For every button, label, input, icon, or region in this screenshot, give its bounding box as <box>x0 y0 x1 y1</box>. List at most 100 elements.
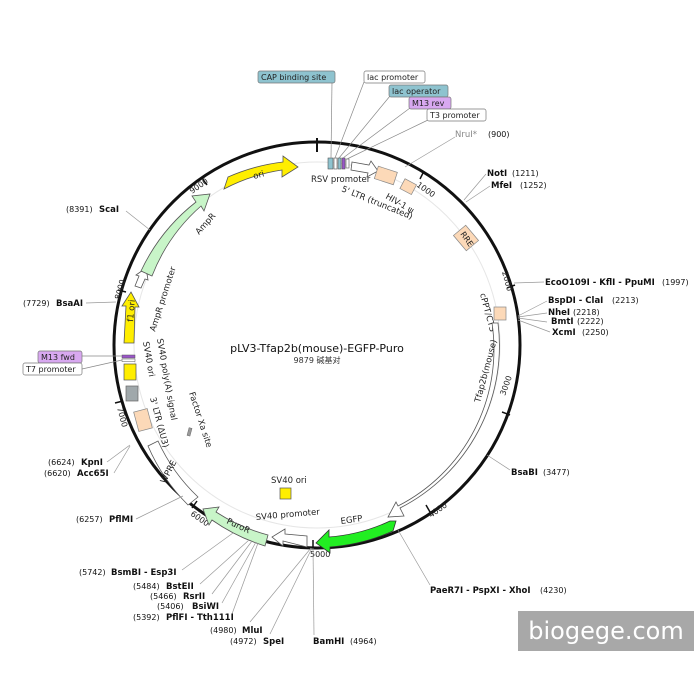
tick-3000 <box>501 411 511 416</box>
tick-label-4000: 4000 <box>427 501 449 520</box>
site-nhei-name: NheI <box>548 308 570 318</box>
lac-promoter-box <box>363 70 426 84</box>
site-bamhi-name: BamHI <box>313 637 344 647</box>
t7-promoter-box <box>22 362 83 376</box>
ampr-arrow <box>140 193 211 277</box>
lac-promoter-text: lac promoter <box>367 73 419 82</box>
site-bsabi-name: BsaBI <box>511 468 538 478</box>
top-primer-callouts: CAP binding site lac promoter lac operat… <box>257 70 487 160</box>
tick-label-7000: 7000 <box>115 406 129 428</box>
site-line-bamhi <box>312 547 315 636</box>
site-scai-pos: (8391) <box>66 205 93 214</box>
ltr3-feature <box>133 408 153 432</box>
leader-m13rev <box>342 107 411 159</box>
site-nhei-pos: (2218) <box>573 308 600 317</box>
site-rsrii-pos: (5466) <box>150 592 177 601</box>
site-line-spei <box>269 547 313 635</box>
site-ecoo109i-pos: (1997) <box>662 278 689 287</box>
t3-promoter-text: T3 promoter <box>429 111 480 120</box>
site-line-bsteii <box>199 539 250 585</box>
sv40-ori-left-feature <box>123 363 137 381</box>
site-line-pflfi <box>231 542 259 615</box>
site-bspdi-name: BspDI - ClaI <box>548 296 603 306</box>
tick-label-9000: 9000 <box>188 177 210 196</box>
puror-arrow <box>202 506 269 547</box>
site-xhoi-name: PaeR7I - PspXI - XhoI <box>430 586 531 596</box>
site-xcmi-pos: (2250) <box>582 328 609 337</box>
site-pflmi-pos: (6257) <box>76 515 103 524</box>
tick-label-2000: 2000 <box>500 270 514 292</box>
site-line-kpni <box>106 444 131 463</box>
site-bamhi-pos: (4964) <box>350 637 377 646</box>
site-bsaai-name: BsaAI <box>56 299 83 309</box>
leader-t7 <box>81 359 123 370</box>
plasmid-name: pLV3-Tfap2b(mouse)-EGFP-Puro <box>230 342 404 355</box>
site-line-xcmi <box>517 319 551 333</box>
sv40-ori-left-label: SV40 ori <box>140 341 156 378</box>
site-spei-pos: (4972) <box>230 637 257 646</box>
tick-label-8000: 8000 <box>113 279 127 301</box>
site-line-pflmi <box>135 495 184 520</box>
rsv-promoter-label: RSV promoter <box>311 175 371 185</box>
ampr-promoter-label: AmpR promoter <box>148 265 179 333</box>
site-xcmi-name: XcmI <box>552 328 576 338</box>
tick-1000 <box>419 170 425 180</box>
leader-t3 <box>346 119 429 160</box>
site-noti-name: NotI <box>487 169 507 179</box>
site-kpni-pos: (6624) <box>48 458 75 467</box>
tick-4000 <box>425 504 431 513</box>
m13-rev-feature <box>341 157 346 170</box>
site-bsabi-pos: (3477) <box>543 468 570 477</box>
sv40-promoter-label: SV40 promoter <box>255 507 320 523</box>
site-bsmbi-name: BsmBI - Esp3I <box>111 568 177 578</box>
site-pflmi-name: PflMI <box>109 515 133 525</box>
tick-7000 <box>114 400 124 404</box>
site-line-mlui <box>249 547 312 623</box>
site-mlui-pos: (4980) <box>210 626 237 635</box>
factor-xa-label: Factor Xa site <box>186 391 213 449</box>
tfap2b-arrow <box>387 322 500 518</box>
site-nrui-name: NruI* <box>455 130 477 140</box>
site-scai-name: ScaI <box>99 205 119 215</box>
site-bsaai-pos: (7729) <box>23 299 50 308</box>
site-line-bsmbi <box>181 532 234 571</box>
site-line-ecoo109i <box>513 281 545 284</box>
site-bspdi-pos: (2213) <box>612 296 639 305</box>
site-rsrii-name: RsrII <box>183 592 205 602</box>
f1-ori-label: f1 ori <box>126 299 138 322</box>
tick-label-5000: 5000 <box>310 550 330 559</box>
m13-fwd-text: M13 fwd <box>41 353 75 362</box>
cap-binding-box <box>257 70 336 84</box>
t7-promoter-feature <box>121 358 136 362</box>
site-line-rsrii <box>211 540 253 595</box>
m13-rev-text: M13 rev <box>412 99 445 108</box>
site-spei-name: SpeI <box>263 637 284 647</box>
site-line-nhei <box>517 312 548 318</box>
tick-label-3000: 3000 <box>498 374 513 396</box>
site-bmti-pos: (2222) <box>577 317 604 326</box>
watermark: biogege.com <box>518 611 694 651</box>
site-xhoi-pos: (4230) <box>540 586 567 595</box>
leader-lac-promoter <box>334 81 365 159</box>
egfp-arrow <box>315 520 397 554</box>
site-line-noti <box>463 173 487 201</box>
site-line-bsabi <box>486 454 511 471</box>
site-pflfi-pos: (5392) <box>133 613 160 622</box>
left-primer-callouts: M13 fwd T7 promoter <box>22 350 123 376</box>
rre-feature <box>452 224 480 252</box>
site-noti-pos: (1211) <box>512 169 539 178</box>
lac-promoter-feature <box>333 157 338 170</box>
site-acc65i-pos: (6620) <box>44 469 71 478</box>
site-acc65i-name: Acc65I <box>77 469 109 479</box>
sv40-polya-feature <box>125 385 139 402</box>
ltr5-feature <box>373 165 398 186</box>
restriction-sites: NruI* (900) NotI (1211) MfeI (1252) EcoO… <box>23 130 689 647</box>
ori-label: ori <box>252 169 265 182</box>
site-line-xhoi <box>397 529 431 586</box>
t3-promoter-feature <box>345 158 350 169</box>
tick-9000 <box>201 177 208 186</box>
t3-promoter-box <box>426 108 487 122</box>
lac-operator-feature <box>337 157 342 170</box>
site-line-bmti <box>517 317 548 323</box>
